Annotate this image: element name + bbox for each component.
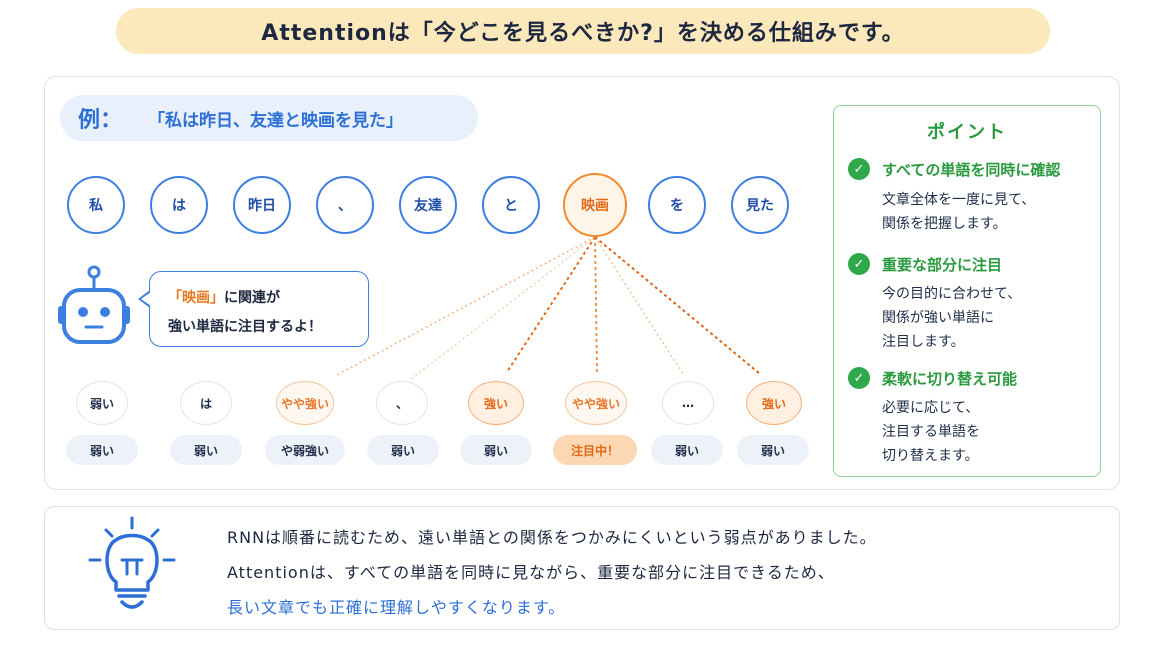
point-body-3-line-1: 必要に応じて、 [882,400,980,416]
title-banner: Attentionは「今どこを見るべきか?」を決める仕組みです。 [116,8,1050,54]
level-1: 弱い [170,435,242,465]
summary-line-1: RNNは順番に読むため、遠い単語との関係をつかみにくいという弱点がありました。 [227,528,877,547]
token-7: を [648,176,706,234]
page-title: Attentionは「今どこを見るべきか?」を決める仕組みです。 [261,21,905,46]
example-label: 例： [78,108,123,133]
bubble-line-2: 強い単語に注目するよ！ [168,319,322,335]
lightbulb-icon [88,516,176,609]
example-pill: 例： 「私は昨日、友達と映画を見た」 [60,95,478,141]
bubble-line-1-rest: に関連が [224,290,280,306]
point-body-2: 今の目的に合わせて、 関係が強い単語に 注目します。 [882,282,1021,354]
token-5: と [482,176,540,234]
point-body-2-line-1: 今の目的に合わせて、 [882,286,1022,302]
point-body-1: 文章全体を一度に見て、 関係を把握します。 [882,188,1035,236]
token-0: 私 [67,176,125,234]
point-body-2-line-2: 関係が強い単語に [882,310,994,326]
check-icon: ✓ [848,253,870,275]
points-title: ポイント [927,122,1007,143]
level-6: 弱い [651,435,723,465]
check-icon: ✓ [848,158,870,180]
summary-line-3: 長い文章でも正確に理解しやすくなります。 [227,598,566,617]
point-body-1-line-1: 文章全体を一度に見て、 [882,192,1036,208]
weight-1: は [180,381,232,425]
level-2: や弱強い [265,435,345,465]
example-sentence: 「私は昨日、友達と映画を見た」 [148,110,404,131]
point-body-3-line-3: 切り替えます。 [882,448,979,464]
points-box [833,105,1101,477]
point-heading-2: 重要な部分に注目 [882,256,1003,274]
point-heading-3: 柔軟に切り替え可能 [882,370,1018,388]
token-2: 昨日 [233,176,291,234]
robot-icon [58,265,130,344]
weight-3: 、 [376,381,428,425]
point-body-3-line-2: 注目する単語を [882,424,980,440]
weight-6: … [662,381,714,425]
weight-2: やや強い [276,381,334,425]
weight-0: 弱い [76,381,128,425]
level-0: 弱い [66,435,138,465]
summary-panel [44,506,1120,630]
token-4: 友達 [399,176,457,234]
point-body-3: 必要に応じて、 注目する単語を 切り替えます。 [882,396,980,468]
bubble-tail-inner [141,292,151,306]
weight-5: やや強い [565,381,627,425]
level-7: 弱い [737,435,809,465]
summary-line-2: Attentionは、すべての単語を同時に見ながら、重要な部分に注目できるため、 [227,563,835,582]
level-4: 弱い [460,435,532,465]
point-body-2-line-3: 注目します。 [882,334,965,350]
weight-4: 強い [468,381,524,425]
bubble-highlight: 「映画」 [168,290,224,306]
token-focus: 映画 [563,173,627,237]
token-8: 見た [731,176,789,234]
speech-bubble: 「映画」に関連が 強い単語に注目するよ！ [149,271,369,347]
token-1: は [150,176,208,234]
level-attention: 注目中！ [553,435,637,465]
level-3: 弱い [367,435,439,465]
check-icon: ✓ [848,367,870,389]
point-heading-1: すべての単語を同時に確認 [882,161,1061,179]
bubble-line-1: 「映画」に関連が [168,284,368,313]
weight-7: 強い [746,381,802,425]
point-body-1-line-2: 関係を把握します。 [882,216,1007,232]
token-3: 、 [316,176,374,234]
